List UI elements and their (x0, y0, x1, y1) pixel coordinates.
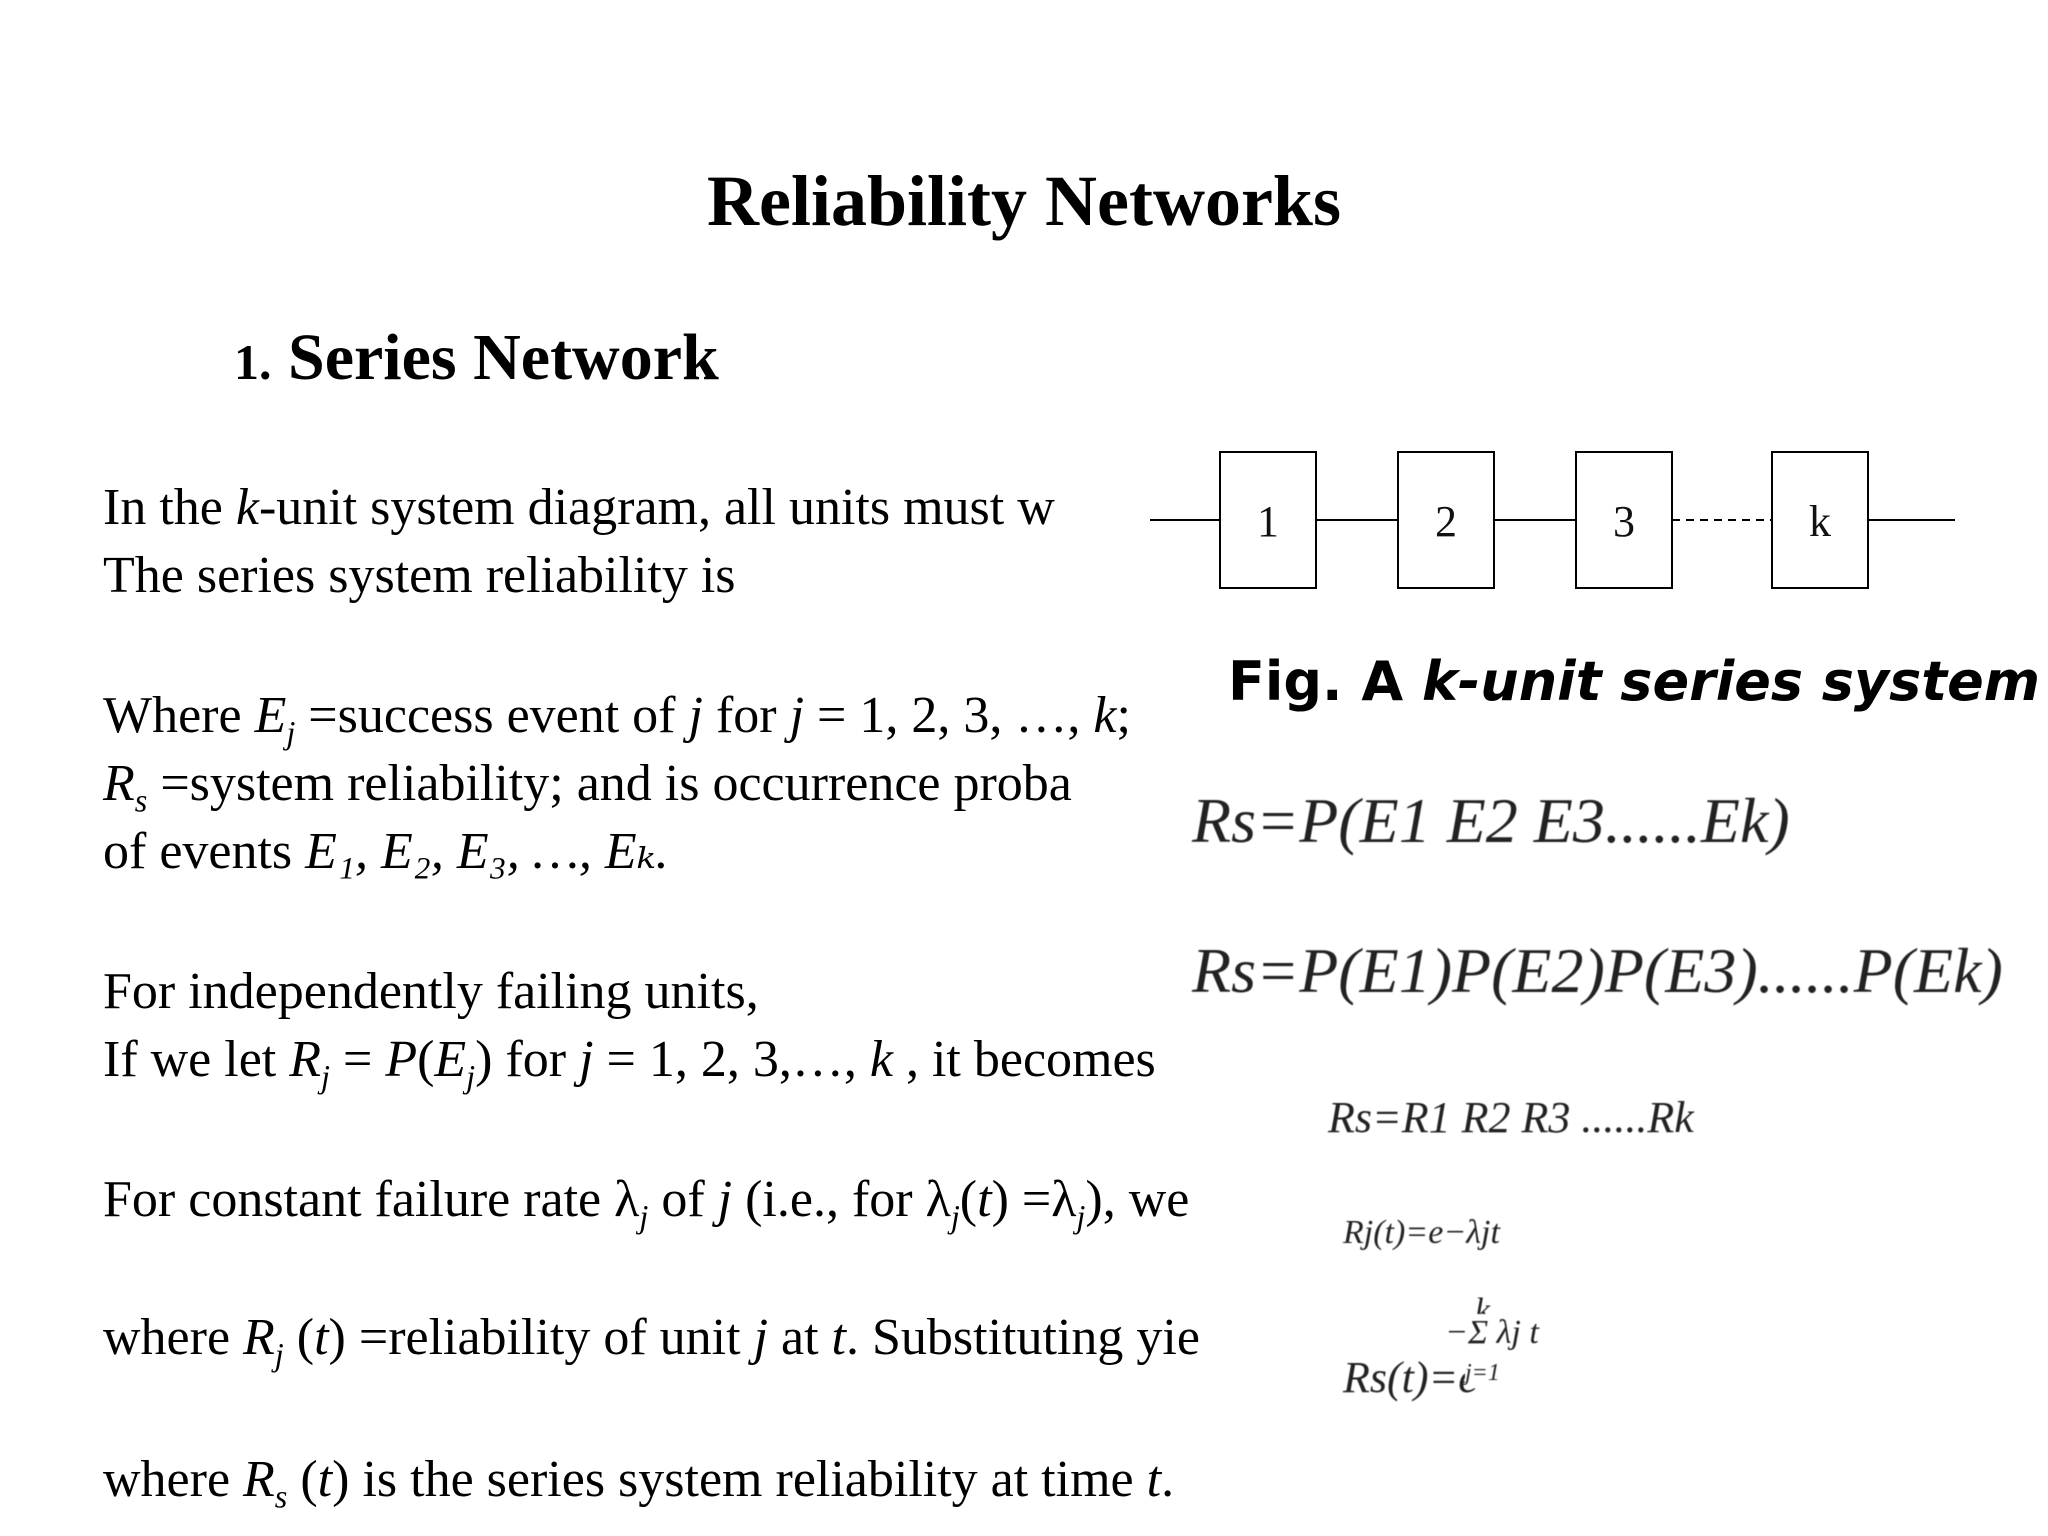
figure-caption: Fig. A k-unit series system (1228, 650, 2040, 713)
equation-rs-joint-probability: Rs=P(E1 E2 E3......Ek) (1180, 780, 1802, 862)
equation-rs-exponential: Rs(t)=e k −Σ λj t j=1 (1335, 1290, 1655, 1420)
unit-label-k: k (1809, 497, 1831, 546)
unit-label-1: 1 (1257, 497, 1279, 546)
paragraph-rs-definition: Rs =system reliability; and is occurrenc… (103, 755, 1072, 819)
section-heading: 1. Series Network (234, 320, 719, 396)
paragraph-independent: For independently failing units, (103, 963, 759, 1020)
equation-rs-lower-limit: j=1 (1465, 1360, 1500, 1387)
paragraph-let-rj: If we let Rj = P(Ej) for j = 1, 2, 3,…, … (103, 1031, 1156, 1095)
paragraph-rj-t: where Rj (t) =reliability of unit j at t… (103, 1309, 1200, 1373)
paragraph-rs-t: where Rs (t) is the series system reliab… (103, 1451, 1175, 1515)
equation-rs-base: Rs(t)=e (1343, 1352, 1478, 1403)
paragraph-constant-failure: For constant failure rate λj of j (i.e.,… (103, 1171, 1190, 1235)
paragraph-where-ej: Where Ej =success event of j for j = 1, … (103, 687, 1131, 751)
unit-label-3: 3 (1613, 497, 1635, 546)
paragraph-series-reliability: The series system reliability is (103, 547, 736, 604)
section-title: Series Network (288, 321, 719, 394)
equation-rj-exponential: Rj(t)=e−λjt (1335, 1212, 1508, 1254)
paragraph-events: of events E₁, E₂, E₃, …, Eₖ. (103, 823, 669, 880)
paragraph-intro: In the k-unit system diagram, all units … (103, 479, 1055, 536)
section-number: 1. (234, 334, 272, 390)
unit-label-2: 2 (1435, 497, 1457, 546)
equation-rs-exponent: −Σ λj t (1445, 1314, 1539, 1352)
series-diagram: 1 2 3 k (1150, 451, 1955, 589)
slide-title: Reliability Networks (707, 161, 1341, 241)
equation-rs-product-probabilities: Rs=P(E1)P(E2)P(E3)......P(Ek) (1180, 930, 2015, 1012)
equation-rs-product-reliabilities: Rs=R1 R2 R3 ......Rk (1320, 1090, 1702, 1145)
